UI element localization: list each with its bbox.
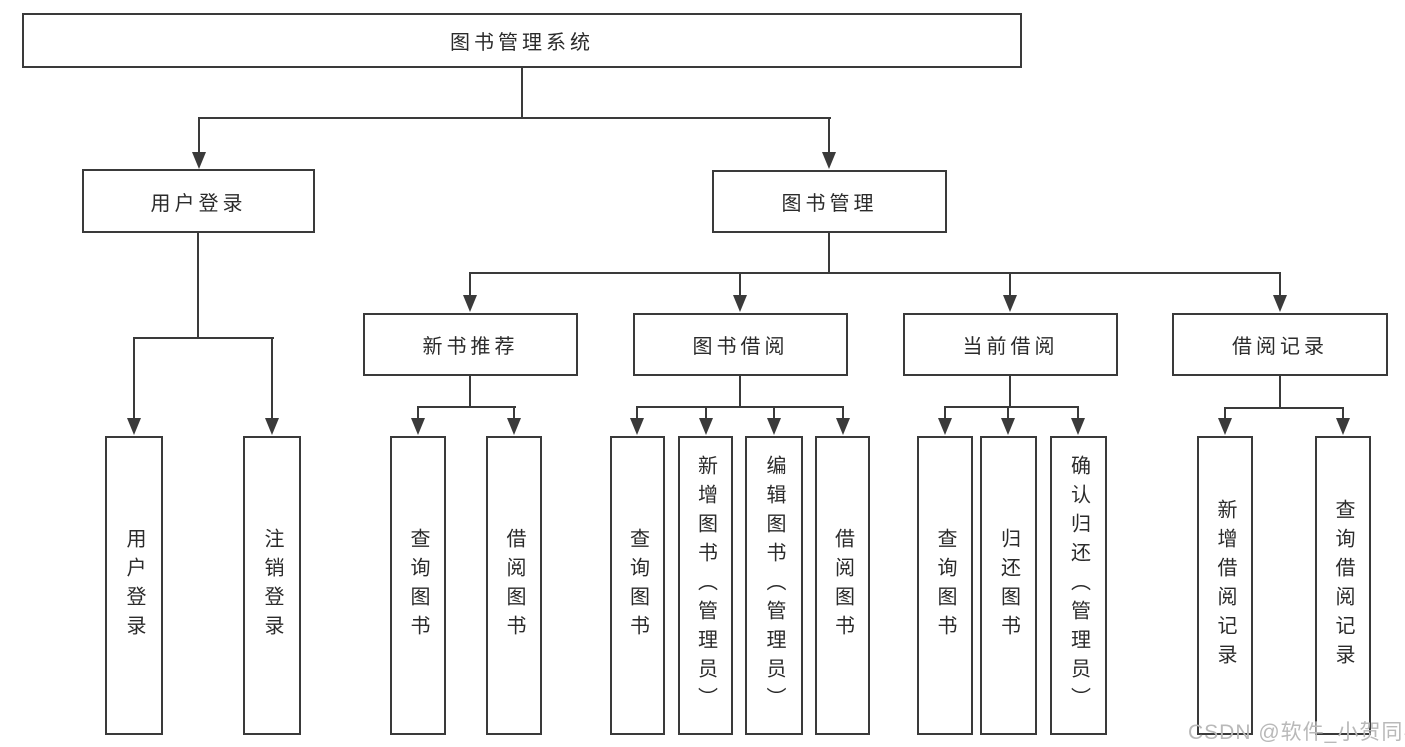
connector-stem bbox=[521, 68, 523, 117]
leaf-borrow-books-label: 借阅图书 bbox=[503, 527, 525, 644]
arrow-down-icon bbox=[822, 152, 836, 169]
arrow-down-icon bbox=[1273, 295, 1287, 312]
connector-stub bbox=[705, 406, 707, 418]
leaf-query-books: 查询图书 bbox=[610, 436, 665, 735]
arrow-down-icon bbox=[1001, 418, 1015, 435]
node-borrow-records: 借阅记录 bbox=[1172, 313, 1388, 376]
leaf-add-borrow-record-label: 新增借阅记录 bbox=[1214, 498, 1236, 673]
connector-stub bbox=[271, 337, 273, 418]
node-book-management: 图书管理 bbox=[712, 170, 947, 233]
arrow-down-icon bbox=[1336, 418, 1350, 435]
csdn-watermark: CSDN @软件_小贺同学 bbox=[1188, 721, 1405, 744]
node-library-system-label: 图书管理系统 bbox=[450, 32, 594, 54]
connector-split bbox=[944, 406, 1079, 408]
connector-stub bbox=[417, 406, 419, 418]
leaf-query-books-label: 查询图书 bbox=[626, 527, 649, 644]
leaf-query-borrow-record-label: 查询借阅记录 bbox=[1332, 498, 1354, 673]
arrow-down-icon bbox=[938, 418, 952, 435]
connector-stub bbox=[1077, 406, 1079, 418]
connector-split bbox=[133, 337, 274, 339]
connector-stem bbox=[197, 232, 199, 337]
node-book-borrowing-label: 图书借阅 bbox=[692, 336, 789, 358]
leaf-confirm-return-admin: 确认归还（管理员） bbox=[1050, 436, 1107, 735]
connector-stub bbox=[636, 406, 638, 418]
leaf-query-books-label: 查询图书 bbox=[407, 527, 429, 644]
connector-split bbox=[198, 117, 831, 119]
leaf-query-books: 查询图书 bbox=[917, 436, 973, 735]
connector-stub bbox=[739, 272, 741, 295]
connector-stub bbox=[773, 406, 775, 418]
leaf-add-book-admin-label: 新增图书（管理员） bbox=[694, 455, 717, 716]
connector-stub bbox=[828, 117, 830, 152]
arrow-down-icon bbox=[411, 418, 425, 435]
node-user-login: 用户登录 bbox=[82, 169, 315, 233]
arrow-down-icon bbox=[507, 418, 521, 435]
node-book-borrowing: 图书借阅 bbox=[633, 313, 848, 376]
connector-stub bbox=[469, 272, 471, 295]
arrow-down-icon bbox=[630, 418, 644, 435]
arrow-down-icon bbox=[733, 295, 747, 312]
connector-stub bbox=[133, 337, 135, 418]
leaf-add-book-admin: 新增图书（管理员） bbox=[678, 436, 733, 735]
node-current-borrowing-label: 当前借阅 bbox=[962, 336, 1059, 358]
leaf-logout: 注销登录 bbox=[243, 436, 301, 735]
arrow-down-icon bbox=[127, 418, 141, 435]
arrow-down-icon bbox=[265, 418, 279, 435]
leaf-edit-book-admin: 编辑图书（管理员） bbox=[745, 436, 803, 735]
connector-stem bbox=[1279, 375, 1281, 407]
node-new-book-recommend-label: 新书推荐 bbox=[422, 336, 519, 358]
connector-stub bbox=[1007, 406, 1009, 418]
node-current-borrowing: 当前借阅 bbox=[903, 313, 1118, 376]
connector-split bbox=[1224, 407, 1344, 409]
connector-stem bbox=[828, 233, 830, 272]
connector-split bbox=[469, 272, 1281, 274]
leaf-query-books-label: 查询图书 bbox=[934, 527, 956, 644]
leaf-return-books-label: 归还图书 bbox=[997, 527, 1020, 644]
leaf-return-books: 归还图书 bbox=[980, 436, 1037, 735]
node-library-system: 图书管理系统 bbox=[22, 13, 1022, 68]
leaf-confirm-return-admin-label: 确认归还（管理员） bbox=[1067, 455, 1090, 716]
leaf-borrow-books: 借阅图书 bbox=[486, 436, 542, 735]
leaf-borrow-books-label: 借阅图书 bbox=[831, 527, 854, 644]
connector-stub bbox=[513, 406, 515, 418]
arrow-down-icon bbox=[699, 418, 713, 435]
connector-stub bbox=[1009, 272, 1011, 295]
leaf-borrow-books: 借阅图书 bbox=[815, 436, 870, 735]
connector-stub bbox=[1224, 407, 1226, 418]
arrow-down-icon bbox=[1218, 418, 1232, 435]
leaf-user-login: 用户登录 bbox=[105, 436, 163, 735]
leaf-query-books: 查询图书 bbox=[390, 436, 446, 735]
leaf-user-login-label: 用户登录 bbox=[123, 527, 145, 644]
connector-split bbox=[417, 406, 516, 408]
connector-stem bbox=[469, 375, 471, 406]
connector-split bbox=[636, 406, 844, 408]
arrow-down-icon bbox=[1071, 418, 1085, 435]
connector-stub bbox=[1342, 407, 1344, 418]
arrow-down-icon bbox=[463, 295, 477, 312]
leaf-edit-book-admin-label: 编辑图书（管理员） bbox=[763, 455, 785, 716]
connector-stub bbox=[944, 406, 946, 418]
leaf-logout-label: 注销登录 bbox=[261, 527, 283, 644]
connector-stub bbox=[198, 117, 200, 152]
leaf-query-borrow-record: 查询借阅记录 bbox=[1315, 436, 1371, 735]
arrow-down-icon bbox=[767, 418, 781, 435]
node-user-login-label: 用户登录 bbox=[150, 192, 247, 215]
connector-stub bbox=[842, 406, 844, 418]
node-book-management-label: 图书管理 bbox=[781, 193, 878, 215]
connector-stem bbox=[1009, 375, 1011, 406]
arrow-down-icon bbox=[836, 418, 850, 435]
node-new-book-recommend: 新书推荐 bbox=[363, 313, 578, 376]
arrow-down-icon bbox=[1003, 295, 1017, 312]
leaf-add-borrow-record: 新增借阅记录 bbox=[1197, 436, 1253, 735]
arrow-down-icon bbox=[192, 152, 206, 169]
node-borrow-records-label: 借阅记录 bbox=[1232, 336, 1328, 358]
connector-stem bbox=[739, 375, 741, 406]
connector-stub bbox=[1279, 272, 1281, 295]
